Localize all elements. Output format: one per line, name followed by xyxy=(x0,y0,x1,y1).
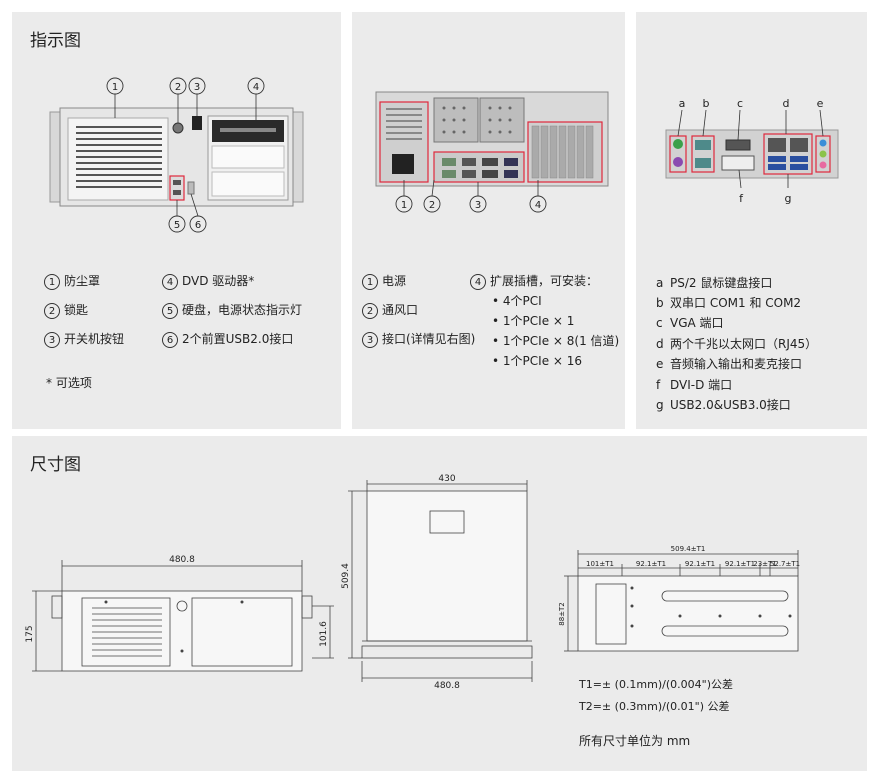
dimension-drawings: 480.8 175 101.6 430 509.4 480.8 509.4±T1… xyxy=(25,474,800,691)
dim-side-seg: 101±T1 xyxy=(586,560,614,568)
dim-top-width: 430 xyxy=(438,474,455,484)
slot-item: • 1个PCIe × 1 xyxy=(492,314,575,328)
tolerance-t2: T2=± (0.3mm)/(0.01") 公差 xyxy=(579,700,730,713)
io-letter-e: e xyxy=(817,97,824,110)
dim-side-height: 88±T2 xyxy=(558,602,566,626)
io-letter-a: a xyxy=(679,97,686,110)
rear-callout-1: 1 xyxy=(401,200,407,211)
rear-callout-3: 3 xyxy=(475,200,481,211)
dimension-panel: 尺寸图 xyxy=(12,436,867,771)
callout-3: 3 xyxy=(194,82,200,93)
io-letter-b: b xyxy=(703,97,710,110)
dim-side-seg: 52.7±T1 xyxy=(770,560,800,568)
rear-callout-2: 2 xyxy=(429,200,435,211)
dim-side-seg: 92.1±T1 xyxy=(685,560,715,568)
dim-top-bottom-width: 480.8 xyxy=(434,681,460,691)
indicator-title: 指示图 xyxy=(30,31,81,51)
dim-top-depth: 509.4 xyxy=(341,563,351,589)
unit-note: 所有尺寸单位为 mm xyxy=(579,734,691,748)
optional-note: * 可选项 xyxy=(46,376,92,390)
callout-4: 4 xyxy=(253,82,259,93)
slot-item: • 1个PCIe × 8(1 信道) xyxy=(492,334,620,348)
slot-item: • 4个PCI xyxy=(492,294,542,308)
callout-2: 2 xyxy=(175,82,181,93)
io-letter-f: f xyxy=(739,192,744,205)
dimension-title: 尺寸图 xyxy=(30,455,81,475)
slot-item: • 1个PCIe × 16 xyxy=(492,354,583,368)
callout-5: 5 xyxy=(174,220,180,231)
front-chassis-image: 1 2 3 4 5 6 xyxy=(49,77,304,233)
rear-callout-4: 4 xyxy=(535,200,541,211)
front-indicator-panel: 指示图 xyxy=(12,12,341,429)
tolerance-t1: T1=± (0.1mm)/(0.004")公差 xyxy=(579,678,733,691)
dim-front-width: 480.8 xyxy=(169,555,195,565)
dim-side-seg: 92.1±T1 xyxy=(636,560,666,568)
dim-front-height: 175 xyxy=(25,625,35,642)
dim-side-seg: 92.1±T1 xyxy=(725,560,755,568)
rear-chassis-image: 1 2 3 4 xyxy=(375,91,609,213)
dim-side-seg: 23±T1 xyxy=(753,560,777,568)
dim-side-total: 509.4±T1 xyxy=(671,545,706,553)
callout-6: 6 xyxy=(195,220,201,231)
dim-front-inner: 101.6 xyxy=(319,621,329,647)
io-letter-d: d xyxy=(783,97,790,110)
io-port-image: a b c d e f g xyxy=(665,97,839,205)
callout-1: 1 xyxy=(112,82,118,93)
io-letter-g: g xyxy=(785,192,792,205)
io-letter-c: c xyxy=(737,97,743,110)
